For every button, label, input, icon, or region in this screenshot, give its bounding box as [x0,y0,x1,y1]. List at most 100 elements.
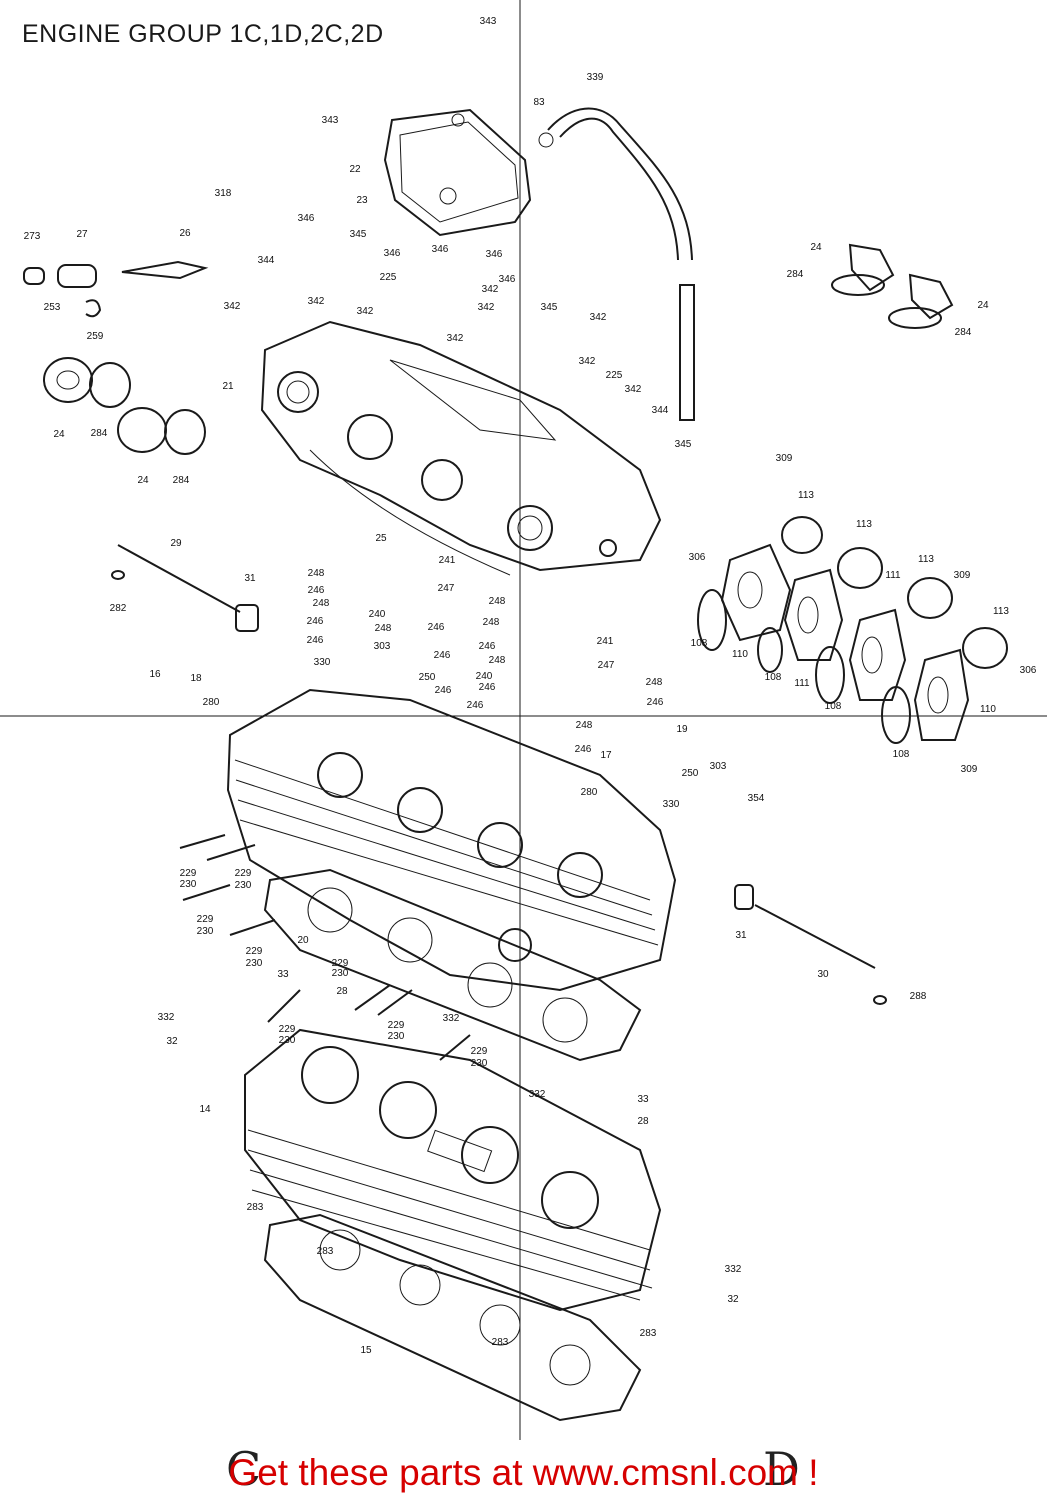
part-callout-345: 345 [350,229,367,240]
part-callout-17: 17 [600,750,612,761]
part-callout-14: 14 [199,1104,211,1115]
part-callout-24: 24 [977,300,989,311]
part-callout-246: 246 [308,585,325,596]
part-callout-230: 230 [279,1035,296,1046]
part-callout-83: 83 [533,97,545,108]
part-callout-346: 346 [298,213,315,224]
part-callout-246: 246 [307,616,324,627]
part-callout-248: 248 [313,598,330,609]
part-callout-342: 342 [625,384,642,395]
part-callout-345: 345 [675,439,692,450]
part-callout-27: 27 [76,229,88,240]
part-callout-282: 282 [110,603,127,614]
section-mark-d: D [763,1442,800,1496]
part-callout-342: 342 [357,306,374,317]
part-callout-18: 18 [190,673,202,684]
part-callout-345: 345 [541,302,558,313]
part-callout-309: 309 [961,764,978,775]
part-callout-246: 246 [479,682,496,693]
part-callout-346: 346 [499,274,516,285]
part-callout-303: 303 [710,761,727,772]
part-callout-247: 247 [598,660,615,671]
part-callout-24: 24 [137,475,149,486]
promo-banner[interactable]: Get these parts at www.cmsnl.com ! [228,1452,819,1493]
part-callout-346: 346 [384,248,401,259]
part-callout-246: 246 [434,650,451,661]
part-callout-32: 32 [166,1036,178,1047]
part-callout-253: 253 [44,302,61,313]
head-gasket [263,868,642,1062]
part-callout-247: 247 [438,583,455,594]
breather-hose [538,107,695,421]
part-callout-113: 113 [798,490,814,501]
part-callout-108: 108 [765,672,782,683]
part-callout-229: 229 [388,1020,405,1031]
part-callout-309: 309 [954,570,971,581]
part-callout-342: 342 [482,284,499,295]
part-callout-16: 16 [149,669,161,680]
part-callout-332: 332 [158,1012,175,1023]
part-callout-229: 229 [246,946,263,957]
part-callout-28: 28 [637,1116,649,1127]
cylinder-head [226,688,677,992]
cylinder-head-cover [260,320,662,576]
part-callout-230: 230 [471,1058,488,1069]
part-callout-343: 343 [480,16,497,27]
part-callout-246: 246 [307,635,324,646]
part-callout-31: 31 [735,930,747,941]
part-callout-110: 110 [980,704,996,715]
part-callout-284: 284 [955,327,972,338]
cylinder-block [244,1028,662,1312]
part-callout-30: 30 [817,969,829,980]
part-callout-15: 15 [360,1345,372,1356]
part-callout-246: 246 [467,700,484,711]
part-callout-229: 229 [332,958,349,969]
part-callout-113: 113 [918,554,934,565]
part-callout-280: 280 [203,697,220,708]
part-callout-241: 241 [439,555,456,566]
part-callout-248: 248 [375,623,392,634]
part-callout-354: 354 [748,793,765,804]
oil-pipes [111,544,887,1005]
part-callout-33: 33 [277,969,289,980]
part-callout-280: 280 [581,787,598,798]
part-callout-22: 22 [349,164,361,175]
part-callout-250: 250 [419,672,436,683]
part-callout-29: 29 [170,538,182,549]
part-callout-246: 246 [479,641,496,652]
diagram-title: ENGINE GROUP 1C,1D,2C,2D [22,20,384,48]
part-callout-332: 332 [725,1264,742,1275]
part-callout-240: 240 [369,609,386,620]
part-callout-273: 273 [24,231,41,242]
part-callout-26: 26 [179,228,191,239]
part-callout-306: 306 [1020,665,1037,676]
part-callout-342: 342 [590,312,607,323]
part-callout-20: 20 [297,935,309,946]
dowel-pins [179,834,471,1061]
part-callout-19: 19 [676,724,688,735]
part-callout-230: 230 [246,958,263,969]
part-callout-230: 230 [180,879,197,890]
part-callout-32: 32 [727,1294,739,1305]
part-callout-248: 248 [308,568,325,579]
part-callout-284: 284 [787,269,804,280]
base-gasket [263,1213,642,1422]
part-callout-342: 342 [478,302,495,313]
tappet-cover-caps-left [23,260,209,455]
part-callout-230: 230 [388,1031,405,1042]
part-callout-230: 230 [235,880,252,891]
intake-manifolds [697,516,1008,744]
part-callout-24: 24 [53,429,65,440]
part-callout-229: 229 [279,1024,296,1035]
part-callout-229: 229 [197,914,214,925]
part-callout-246: 246 [647,697,664,708]
part-callout-23: 23 [356,195,368,206]
part-callout-225: 225 [606,370,623,381]
part-callout-346: 346 [432,244,449,255]
part-callout-283: 283 [317,1246,334,1257]
part-callout-318: 318 [215,188,232,199]
part-callout-248: 248 [576,720,593,731]
part-callout-108: 108 [691,638,708,649]
part-callout-339: 339 [587,72,604,83]
